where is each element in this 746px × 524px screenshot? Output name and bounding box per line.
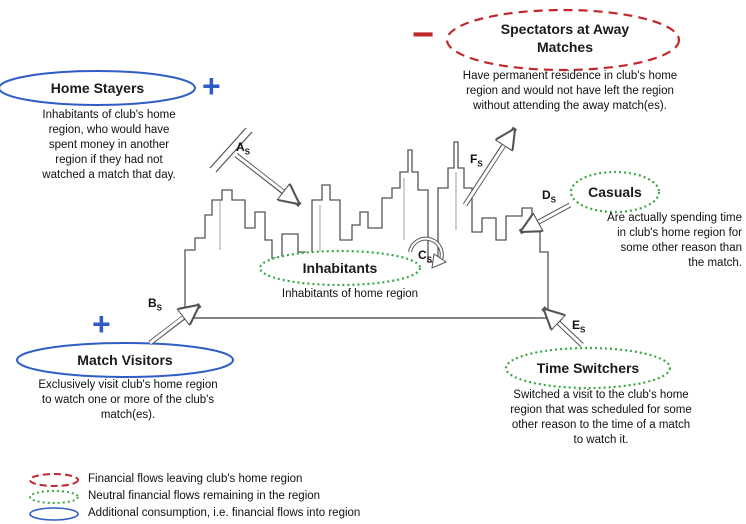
home-stayers-desc-line: region, who would have [48,124,170,136]
flow-c-arrowhead [431,253,448,269]
home-stayers-desc-line: spent money in another [48,139,170,151]
time-switchers-description: Switched a visit to the club's home regi… [470,388,732,448]
home-stayers-plus-sign: + [202,68,221,104]
time-switchers-title: Time Switchers [536,360,640,376]
flow-d-arrow-core [522,203,571,231]
casuals-desc-line: Are actually spending time [607,212,742,224]
casuals-ellipse [569,170,661,214]
flow-a-arrow-core [235,153,298,203]
casuals-description: Are actually spending time in club's hom… [570,211,742,271]
flow-c-circular-arrow-core [409,237,443,263]
flow-a-barrier [209,127,247,169]
flow-a-letter: A [236,140,245,154]
spectators-away-desc-line: without attending the away match(es). [473,100,667,112]
flow-e-arrow-core [545,310,584,347]
flow-f-letter: F [470,152,478,166]
home-stayers-desc-line: region if they had not [55,154,163,166]
spectators-away-title-line: Matches [536,39,594,55]
legend-item-neutral: Neutral financial flows remaining in the… [88,490,321,502]
home-stayers-desc-line: Inhabitants of club's home [42,109,176,121]
home-stayers-ellipse [0,70,196,106]
match-visitors-desc-line: match(es). [100,409,156,421]
legend-item-leaving: Financial flows leaving club's home regi… [88,473,303,485]
flow-f-label: FS [470,152,483,168]
flow-d-label: DS [542,188,556,204]
flow-e-letter: E [572,318,581,332]
casuals-desc-line: in club's home region for [617,227,742,239]
match-visitors-ellipse [16,342,234,378]
flow-c-subscript: S [426,255,433,265]
match-visitors-plus-sign: + [92,306,111,342]
time-switchers-desc-line: Switched a visit to the club's home [513,389,689,401]
home-stayers-description: Inhabitants of club's home region, who w… [10,108,208,183]
flow-a-barrier [215,131,253,173]
flow-e-label: ES [572,318,585,334]
spectators-away-minus-sign: − [412,14,435,56]
city-skyline [184,141,549,319]
time-switchers-desc-line: other reason to the time of a match [511,419,691,431]
legend-item-inflow: Additional consumption, i.e. financial f… [88,507,361,519]
spectators-away-title: Spectators at Away Matches [470,20,660,56]
flow-d-subscript: S [550,195,557,205]
flow-c-letter: C [418,248,427,262]
flow-b-arrow-core [149,306,198,345]
flow-b-label: BS [148,296,162,312]
flow-a-subscript: S [244,147,251,157]
spectators-away-title-line: Spectators at Away [500,21,630,37]
spectators-away-ellipse [445,8,681,72]
home-stayers-desc-line: watched a match that day. [42,169,176,181]
match-visitors-title: Match Visitors [77,352,173,368]
inhabitants-ellipse [258,249,422,287]
casuals-desc-line: the match. [688,257,742,269]
flow-d-letter: D [542,188,551,202]
inhabitants-title: Inhabitants [302,260,378,276]
spectators-away-desc-line: Have permanent residence in club's home [462,70,678,82]
legend-swatch-neutral [29,490,79,504]
flow-f-subscript: S [477,159,483,169]
home-stayers-title: Home Stayers [50,80,145,96]
flow-f-arrow-core [463,130,514,206]
spectators-away-description: Have permanent residence in club's home … [425,69,715,114]
spectators-away-desc-line: region and would not have left the regio… [466,85,674,97]
casuals-desc-line: some other reason than [620,242,742,254]
flow-e-subscript: S [580,325,586,335]
time-switchers-ellipse [504,346,672,390]
time-switchers-desc-line: region that was scheduled for some [510,404,692,416]
match-visitors-desc-line: Exclusively visit club's home region [38,379,218,391]
flow-b-letter: B [148,296,157,310]
match-visitors-description: Exclusively visit club's home region to … [8,378,248,423]
time-switchers-desc-line: to watch it. [573,434,629,446]
legend-swatch-leaving [29,473,79,487]
casuals-title: Casuals [588,184,642,200]
flow-c-label: CS [418,248,432,264]
inhabitants-description: Inhabitants of home region [281,288,419,300]
match-visitors-desc-line: to watch one or more of the club's [41,394,215,406]
legend-swatch-inflow [29,507,79,521]
flow-b-subscript: S [156,303,163,313]
flow-a-label: AS [236,140,250,156]
